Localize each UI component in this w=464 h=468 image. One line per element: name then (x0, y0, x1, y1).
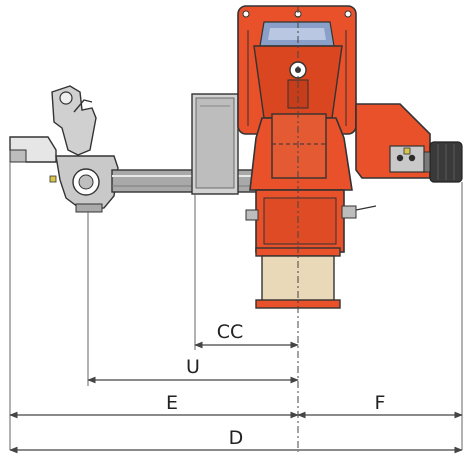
control-box (355, 103, 463, 183)
lower-fitting (341, 205, 357, 219)
actuator-knob (59, 91, 73, 105)
burner-housing (237, 5, 377, 253)
housing-bolt-icon (344, 10, 352, 18)
dimension-d: D (9, 427, 463, 454)
actuator-arm (73, 99, 93, 113)
dimension-cc: CC (194, 321, 299, 349)
control-indicator-icon (408, 154, 416, 162)
dimension-label-u: U (186, 356, 200, 378)
body-inspection-panel (271, 113, 327, 179)
air-intake-panel (191, 93, 239, 195)
left-connection-box-side (9, 149, 27, 163)
dimension-u: U (87, 356, 299, 384)
dimension-label-e: E (166, 392, 178, 414)
dimension-label-d: D (229, 427, 244, 449)
valve-bottom-flange (75, 203, 103, 213)
control-indicator-icon (396, 154, 404, 162)
dimension-label-cc: CC (217, 321, 244, 343)
dimension-f: F (297, 392, 463, 419)
extension-lines (9, 162, 463, 450)
dimension-e: E (9, 392, 299, 419)
dimension-label-f: F (375, 392, 386, 414)
gas-valve-group (9, 85, 119, 213)
housing-bolt-icon (242, 10, 250, 18)
gas-pipe (111, 169, 263, 193)
valve-actuator (51, 85, 97, 156)
left-indicator (49, 175, 57, 183)
valve-port-inner (78, 174, 94, 190)
lower-fitting (245, 209, 259, 221)
gas-pipe-body (111, 169, 263, 193)
